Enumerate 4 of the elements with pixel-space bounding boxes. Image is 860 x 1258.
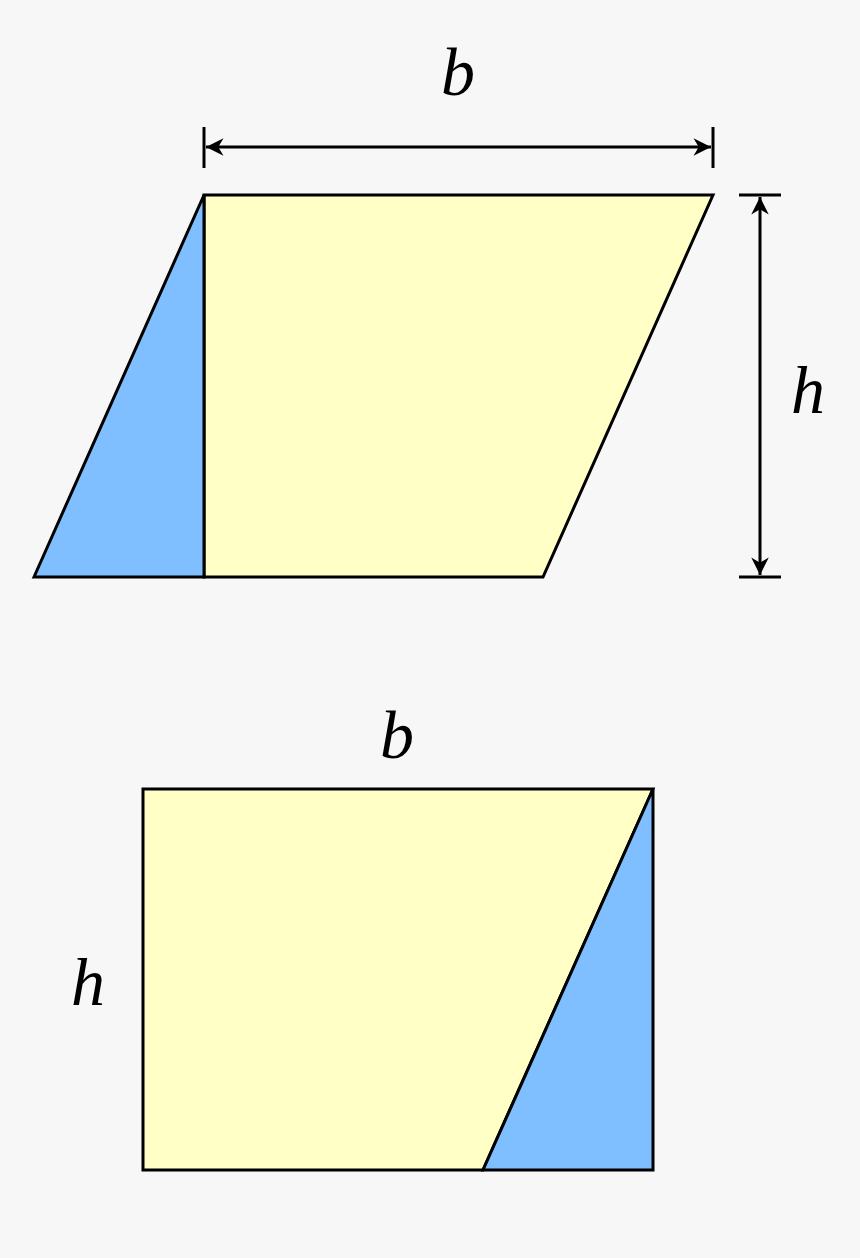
variable-label: b xyxy=(441,38,475,106)
variable-label: h xyxy=(791,356,825,424)
variable-label: b xyxy=(380,701,414,769)
variable-label: h xyxy=(71,948,105,1016)
